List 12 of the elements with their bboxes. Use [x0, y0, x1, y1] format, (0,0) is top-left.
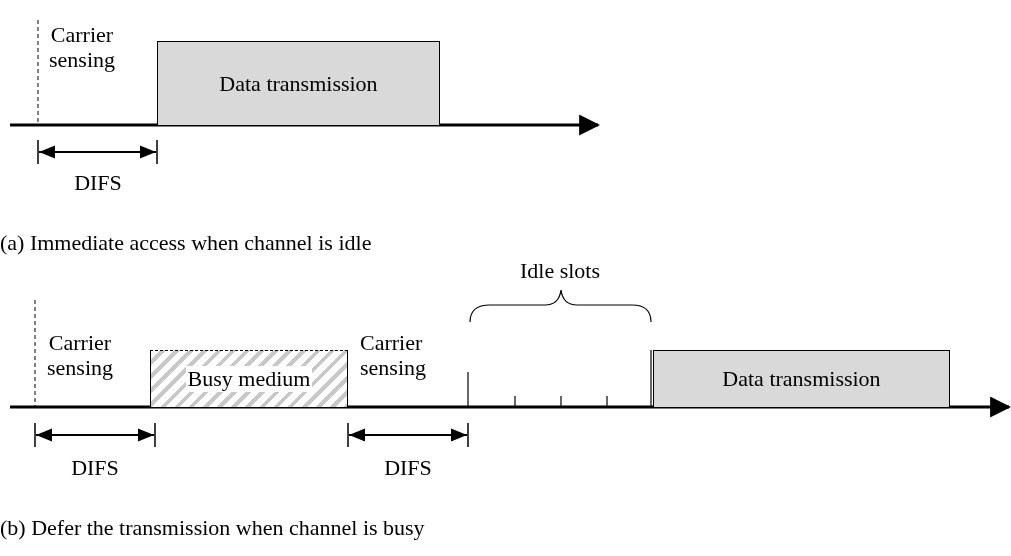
busy-medium-box: Busy medium — [150, 350, 348, 407]
phase-label: Carrier sensing — [48, 22, 116, 72]
phase-label: Carrier sensing — [360, 330, 427, 380]
figure-caption: (a) Immediate access when channel is idle — [0, 230, 373, 255]
interval-label: DIFS — [383, 455, 433, 480]
interval-label: Idle slots — [518, 258, 602, 283]
phase-label: Carrier sensing — [46, 330, 114, 380]
figure-caption: (b) Defer the transmission when channel is busy — [0, 515, 426, 540]
interval-label: DIFS — [73, 170, 123, 195]
interval-label: DIFS — [70, 455, 120, 480]
data-transmission-box: Data transmission — [653, 350, 950, 407]
data-transmission-box: Data transmission — [157, 41, 440, 125]
